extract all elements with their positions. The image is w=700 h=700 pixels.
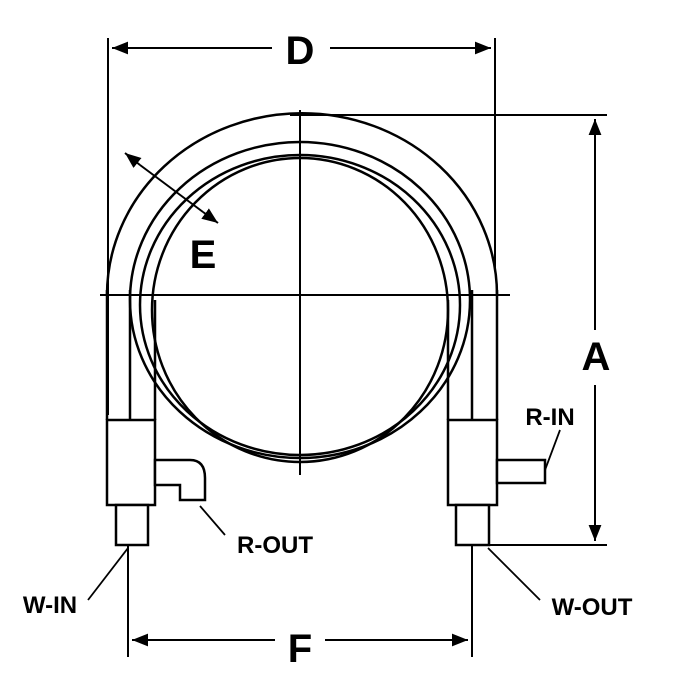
- right-leg: [446, 290, 499, 547]
- label-e: E: [190, 233, 217, 277]
- r-in-stub: [495, 458, 547, 485]
- label-r-out: R-OUT: [237, 532, 313, 559]
- outer-ring: [105, 111, 499, 296]
- center-lines: [100, 110, 510, 475]
- label-a: A: [582, 335, 611, 379]
- dimension-d: [107, 38, 496, 415]
- label-w-in: W-IN: [23, 592, 77, 619]
- label-r-in: R-IN: [525, 404, 574, 431]
- label-f: F: [288, 627, 312, 671]
- r-out-elbow: [153, 458, 207, 502]
- coil-rings: [105, 111, 499, 464]
- label-w-out: W-OUT: [552, 594, 633, 621]
- leader-lines: [87, 429, 561, 601]
- dimension-f: [127, 545, 473, 657]
- label-d: D: [286, 29, 315, 73]
- left-leg: [105, 290, 157, 547]
- dimension-e: [124, 152, 219, 224]
- dimension-a: [290, 114, 607, 546]
